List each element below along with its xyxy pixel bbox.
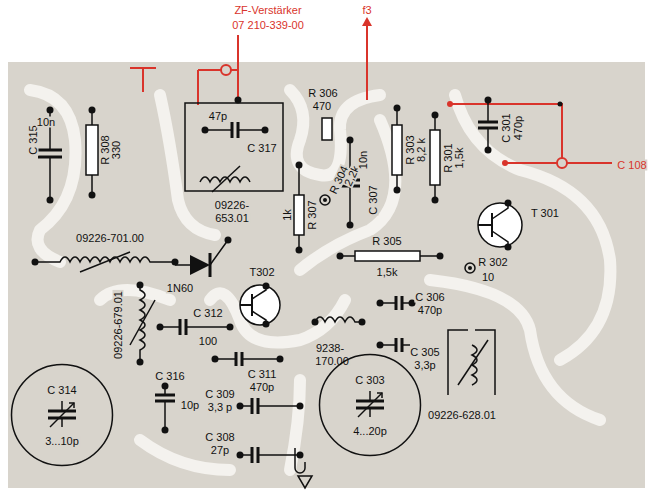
component-label: C 306 xyxy=(414,292,445,303)
component-label: 330 xyxy=(111,140,122,160)
component-label: C 305 xyxy=(409,347,440,358)
trimmer-capacitor: C 303 4...20p xyxy=(318,353,422,457)
component-label: C 312 xyxy=(192,308,223,319)
component-label: C 307 xyxy=(368,184,379,215)
trimmer-outline xyxy=(318,353,422,457)
signal-label: C 108 xyxy=(616,160,647,171)
component-label: R 301 xyxy=(443,142,454,173)
component-label: 470 xyxy=(312,101,332,112)
component-label: 10p xyxy=(180,400,200,411)
component-label: C 303 xyxy=(354,375,385,386)
component-label: C 317 xyxy=(246,143,277,154)
component-label: 3,3p xyxy=(413,360,436,371)
component-label: 1,5k xyxy=(376,267,399,278)
component-label: 470p xyxy=(417,305,443,316)
component-label: 4...20p xyxy=(352,426,388,437)
component-label: 1,5k xyxy=(454,147,465,170)
trimmer-outline xyxy=(320,355,421,456)
component-label: 10n xyxy=(358,150,369,170)
component-label: R 306 xyxy=(307,88,338,99)
component-label: T302 xyxy=(248,267,275,278)
component-label: 1N60 xyxy=(166,283,194,294)
component-label: 470p xyxy=(249,382,275,393)
component-label: 8,2 k xyxy=(416,137,427,163)
component-label: R 307 xyxy=(307,199,318,230)
trimmer-capacitor: C 314 3...10p xyxy=(10,363,114,467)
component-label: C 311 xyxy=(247,369,278,380)
component-label: C 309 xyxy=(204,389,235,400)
signal-label: ZF-Verstärker xyxy=(233,5,302,16)
component-label: 3,3 p xyxy=(207,402,233,413)
component-label: 10n xyxy=(36,117,56,128)
component-label: C 315 xyxy=(28,124,39,155)
trimmer-symbol xyxy=(48,401,76,427)
component-label: 09226-679.01 xyxy=(113,290,124,360)
component-label: C 301 xyxy=(501,112,512,143)
component-label: 09226-628.01 xyxy=(427,410,497,421)
component-label: R 305 xyxy=(371,236,402,247)
component-label: 470p xyxy=(513,115,524,141)
component-label: R 308 xyxy=(100,134,111,165)
component-label: 27p xyxy=(210,445,230,456)
trimmer-outline xyxy=(12,365,113,466)
component-label: 9238- xyxy=(315,343,345,354)
component-label: R 302 xyxy=(477,257,508,268)
component-label: 1k xyxy=(282,208,293,222)
component-label: 10 xyxy=(481,272,495,283)
trimmer-symbol xyxy=(356,391,384,417)
component-label: 100 xyxy=(198,336,218,347)
component-label: 653.01 xyxy=(214,213,250,224)
trimmer-outline xyxy=(10,363,114,467)
component-label: C 316 xyxy=(154,371,185,382)
component-label: T 301 xyxy=(530,208,560,219)
component-label: 09226- xyxy=(214,200,250,211)
component-label: R 303 xyxy=(405,134,416,165)
component-label: 3...10p xyxy=(44,436,80,447)
signal-label: 07 210-339-00 xyxy=(231,20,305,31)
component-label: C 314 xyxy=(46,385,77,396)
component-label: C 308 xyxy=(204,432,235,443)
component-label: 09226-701.00 xyxy=(75,233,145,244)
component-label: 47p xyxy=(208,111,228,122)
signal-label: f3 xyxy=(361,5,372,16)
